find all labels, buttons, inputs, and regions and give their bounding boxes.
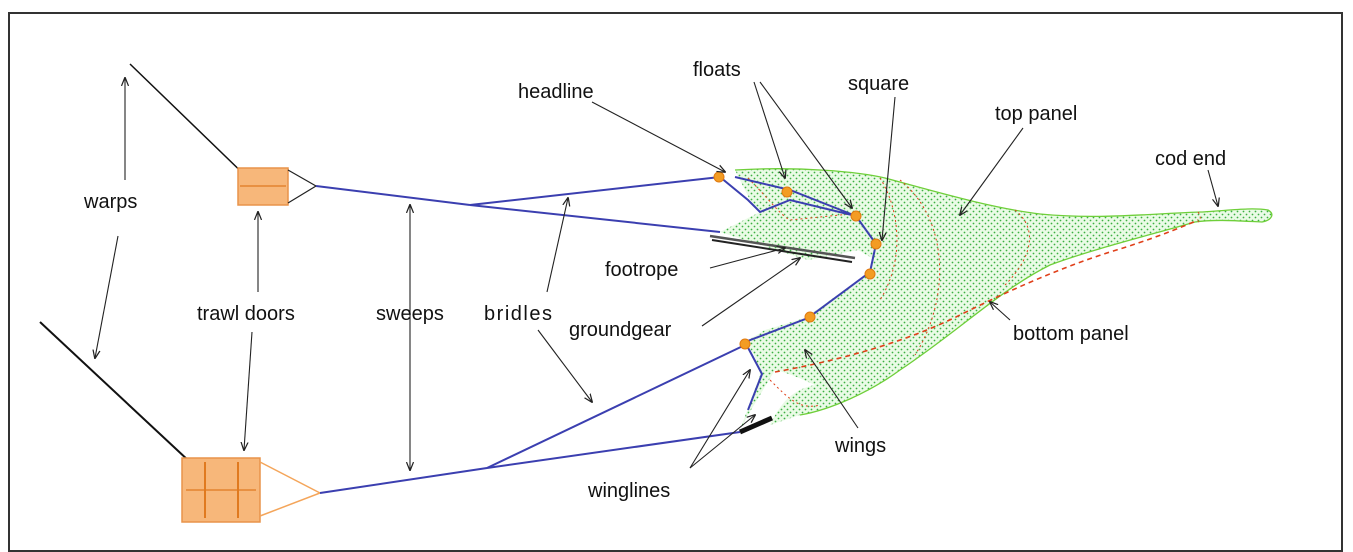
label-headline: headline (518, 81, 594, 103)
upper-warp-line (129, 63, 256, 186)
trawl-diagram: warps trawl doors sweeps bridles headlin… (39, 59, 1273, 523)
label-groundgear: groundgear (569, 319, 672, 341)
lower-warp-line (39, 321, 191, 463)
label-trawl-doors: trawl doors (197, 303, 295, 325)
lower-bridle-bottom (486, 431, 741, 469)
label-bridles: bridles (484, 303, 552, 325)
label-floats: floats (693, 59, 741, 81)
label-bottom-panel: bottom panel (1013, 323, 1129, 345)
lower-bridle-top (486, 344, 746, 469)
label-warps: warps (83, 191, 137, 213)
label-cod-end: cod end (1155, 148, 1226, 170)
upper-sweep (315, 185, 471, 206)
upper-bridle-bottom (469, 204, 721, 233)
upper-trawl-door (237, 167, 318, 206)
label-footrope: footrope (605, 259, 678, 281)
label-top-panel: top panel (995, 103, 1077, 125)
net-outline (734, 168, 1273, 223)
lower-trawl-door (181, 457, 322, 523)
label-winglines: winglines (587, 480, 670, 502)
floats (713, 171, 882, 350)
lower-sweep (319, 467, 488, 494)
pointers (95, 78, 1218, 470)
net-seam (774, 219, 1199, 373)
upper-bridle-top (469, 176, 721, 206)
label-sweeps: sweeps (376, 303, 444, 325)
label-square: square (848, 73, 909, 95)
net-body (720, 168, 1272, 430)
label-wings: wings (834, 435, 886, 457)
